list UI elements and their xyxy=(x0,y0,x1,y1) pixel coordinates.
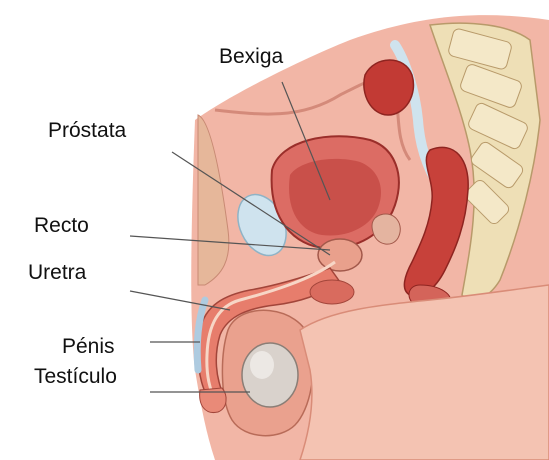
testis-highlight xyxy=(250,351,274,379)
seminal-vesicle xyxy=(372,214,400,244)
label-recto: Recto xyxy=(34,215,89,236)
label-bexiga: Bexiga xyxy=(219,46,283,67)
label-testiculo: Testículo xyxy=(34,366,117,387)
label-penis: Pénis xyxy=(62,336,115,357)
intestine-loop xyxy=(364,60,414,115)
penile-bulb xyxy=(310,280,354,304)
label-uretra: Uretra xyxy=(28,262,86,283)
label-prostata: Próstata xyxy=(48,120,126,141)
prostate xyxy=(318,239,362,271)
